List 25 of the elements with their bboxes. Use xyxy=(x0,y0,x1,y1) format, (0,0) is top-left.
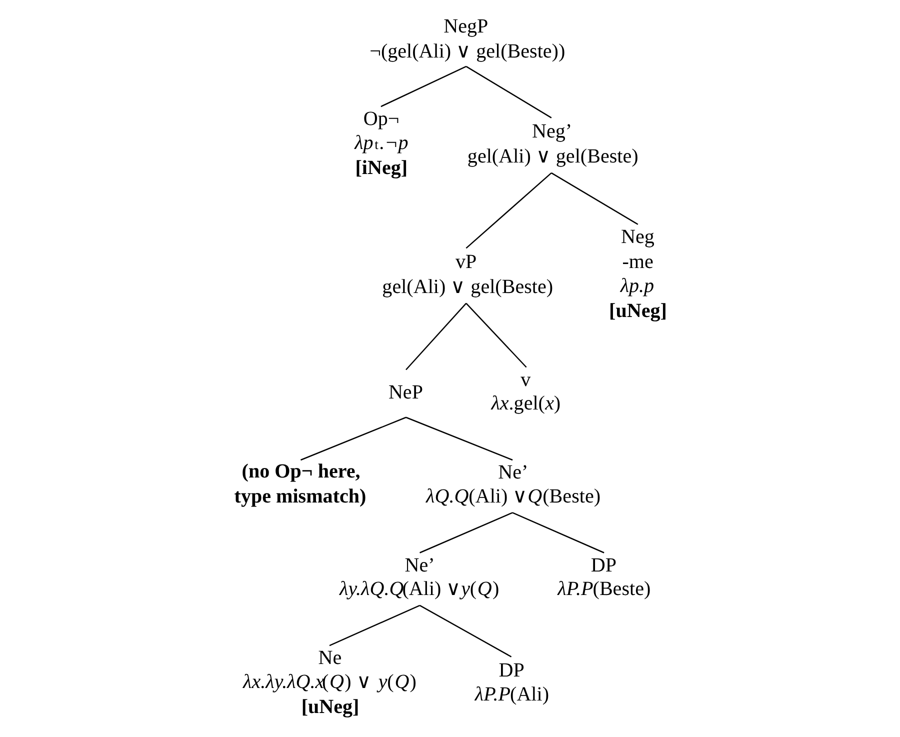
connector xyxy=(380,66,466,108)
connector xyxy=(465,66,552,118)
node-text: NeP xyxy=(388,381,422,404)
node-text: Neg’ gel(Ali) ∨ gel(Beste) xyxy=(466,120,638,168)
connector xyxy=(300,416,406,461)
node-text: Op¬ λpt.¬p [iNeg] xyxy=(354,108,408,179)
node-text: Ne λx.λy.λQ.x(Q) ∨ y(Q) [uNeg] xyxy=(242,647,416,718)
node-text: (no Op¬ here, type mismatch) xyxy=(234,460,366,508)
connector xyxy=(512,512,604,554)
node-text: Ne’ λy.λQ.Q(Ali) ∨y(Q) xyxy=(339,554,499,600)
node-text: NegP ¬(gel(Ali) ∨ gel(Beste)) xyxy=(369,15,565,62)
node-text: vP gel(Ali) ∨ gel(Beste) xyxy=(382,250,553,298)
connector xyxy=(405,416,512,461)
node-text: v λx.gel(x) xyxy=(490,368,560,415)
node-text: DP λP.P(Beste) xyxy=(557,554,650,600)
node-text: Neg -me λp.p [uNeg] xyxy=(608,226,666,322)
node-text: DP λP.P(Ali) xyxy=(474,660,549,706)
connector xyxy=(465,302,526,368)
connector xyxy=(328,604,420,646)
connector xyxy=(550,172,638,225)
node-text: Ne’ λQ.Q(Ali) ∨Q(Beste) xyxy=(426,462,600,508)
connector xyxy=(419,512,512,554)
connector xyxy=(405,302,466,370)
connector xyxy=(465,172,552,249)
connector xyxy=(418,604,512,658)
